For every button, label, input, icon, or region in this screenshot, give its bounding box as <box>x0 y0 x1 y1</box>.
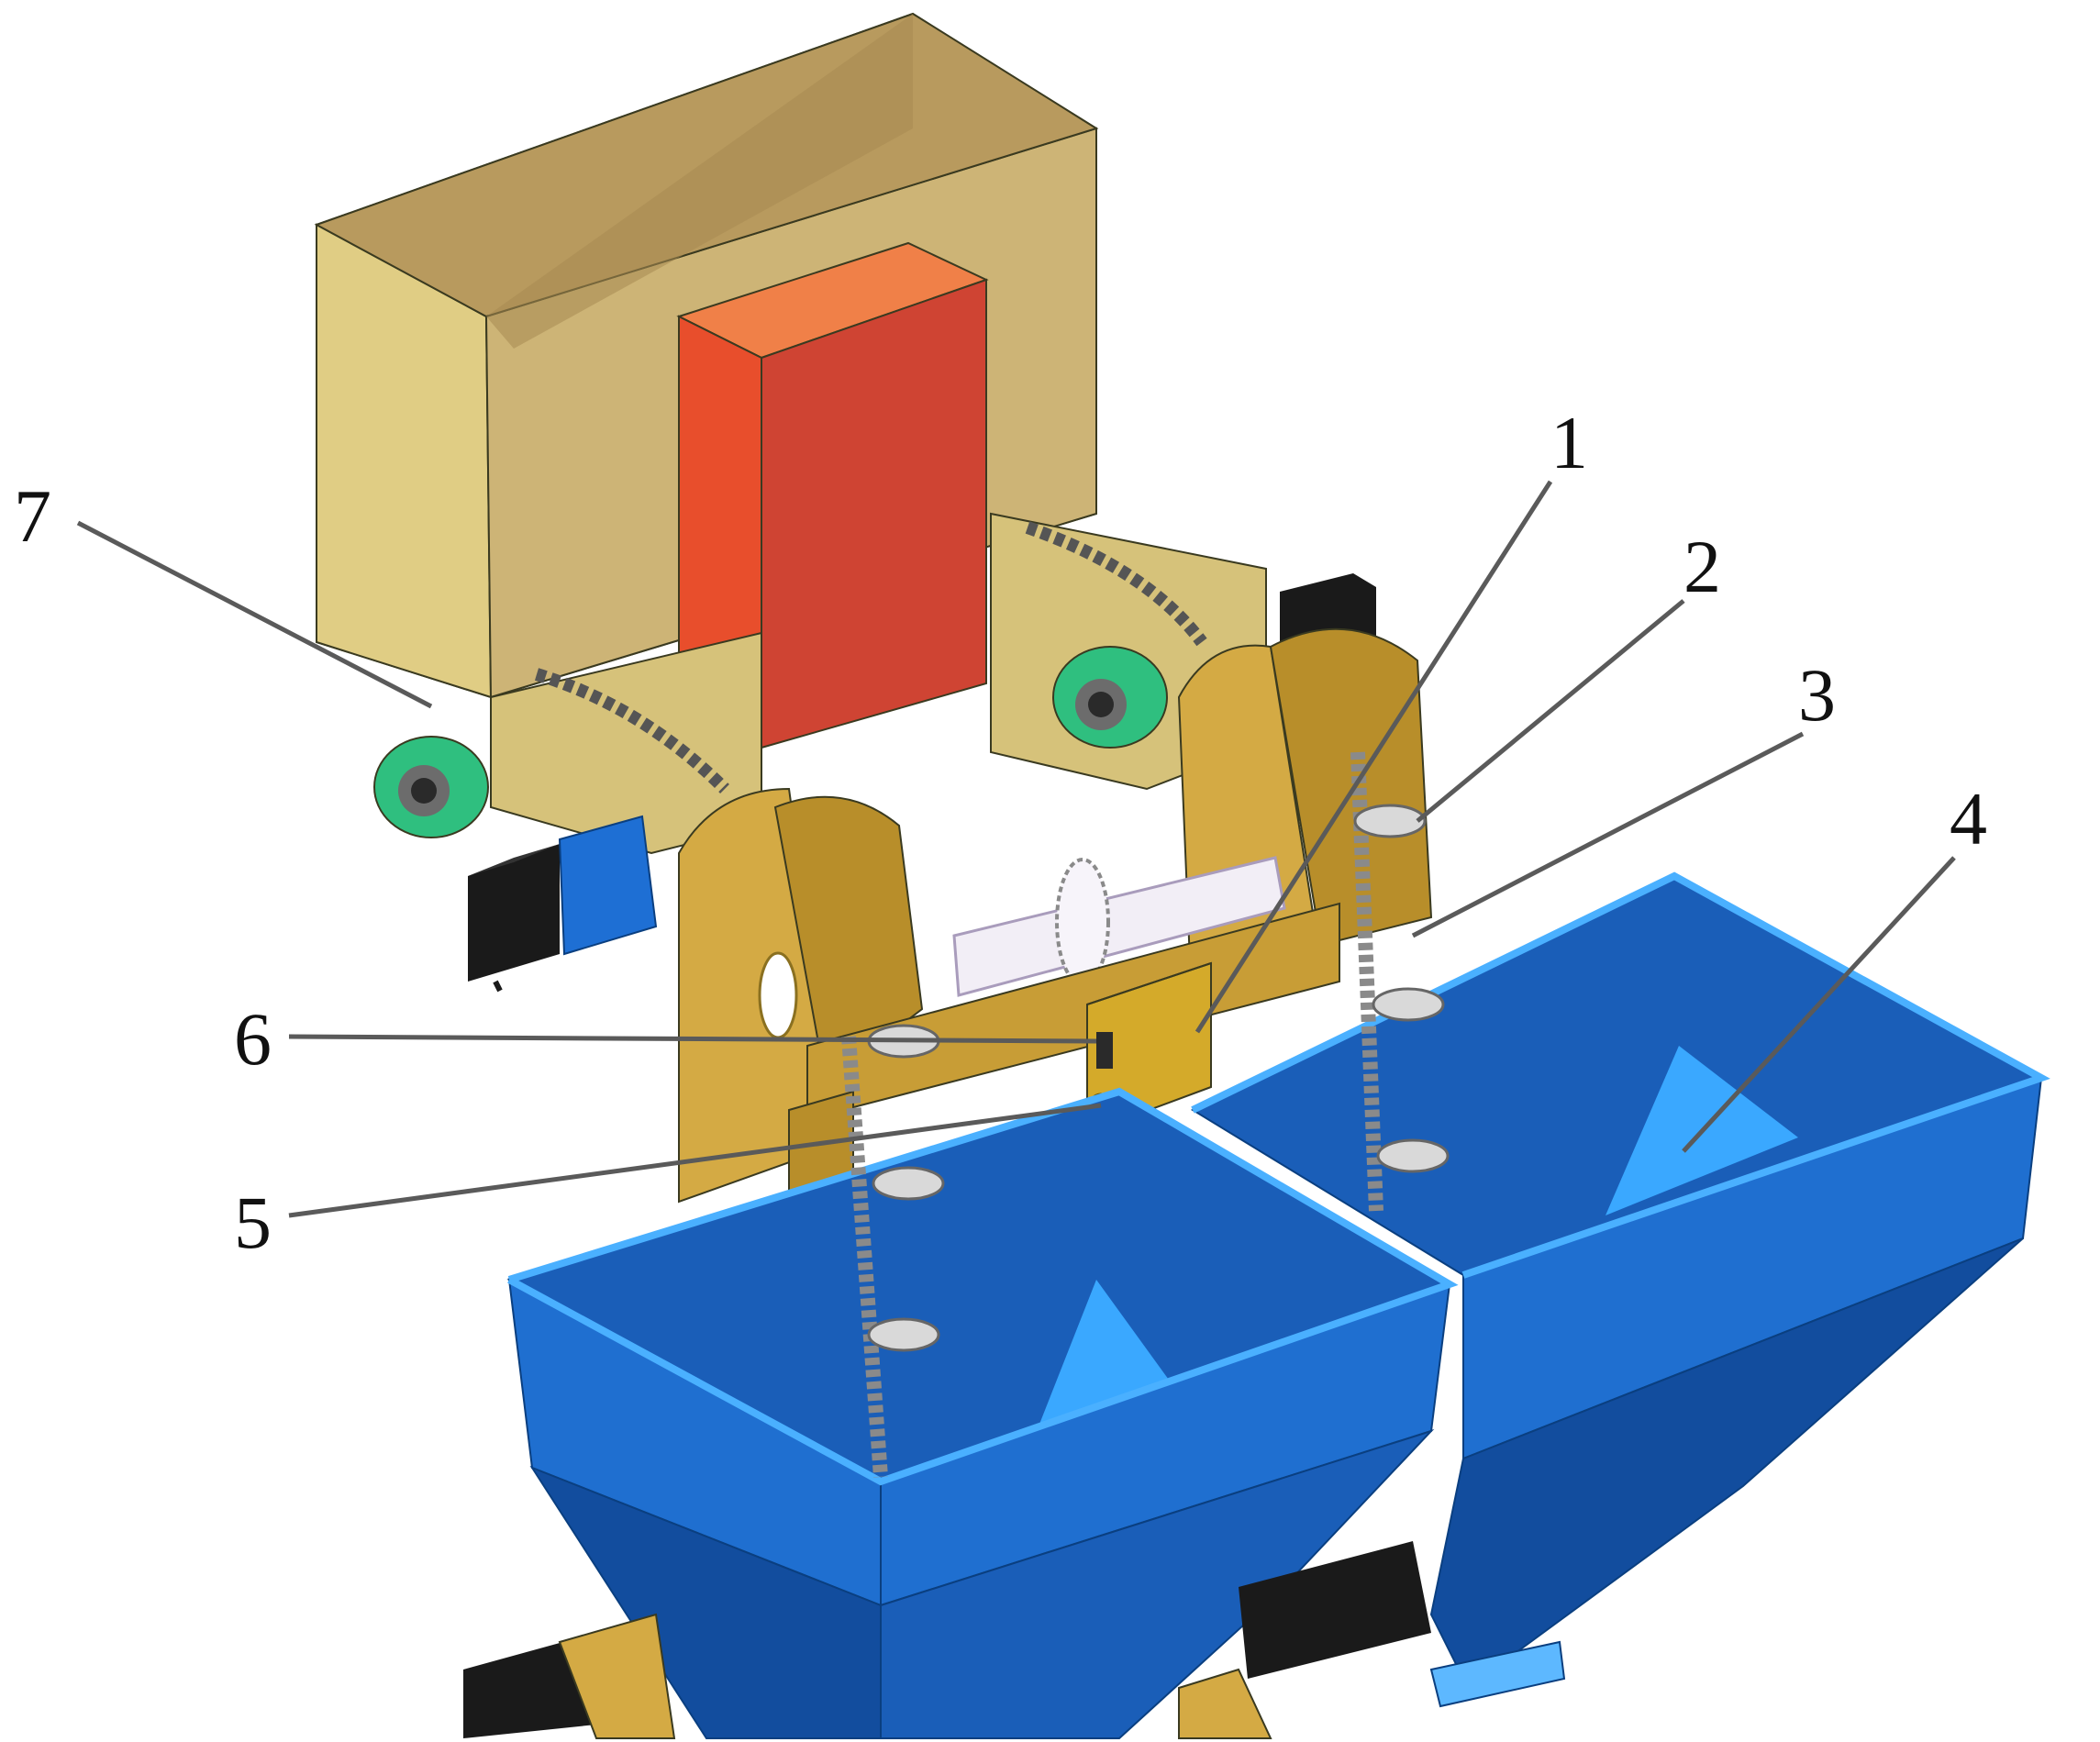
leader-1 <box>1194 480 1553 1034</box>
right-seed-box <box>1190 871 2050 1690</box>
bottom-right-bracket <box>1178 1668 1272 1739</box>
leader-7 <box>76 520 433 709</box>
leader-5 <box>288 1103 1102 1218</box>
left-box-hopper-bottom-right <box>880 1428 1435 1739</box>
left-coupling <box>558 815 658 956</box>
leader-6 <box>288 1034 1097 1044</box>
shaft-body <box>952 856 1286 997</box>
control-switch <box>1096 1032 1113 1069</box>
right-box-hopper-bottom <box>1429 1237 2024 1690</box>
seed-cup <box>1372 987 1445 1022</box>
leader-lines <box>76 480 1956 1218</box>
bottom-base <box>463 1541 1566 1739</box>
bottom-right-bar <box>1239 1541 1431 1679</box>
callout-7: 7 <box>14 474 51 558</box>
seed-cup <box>867 1317 940 1352</box>
cross-bar <box>788 902 1340 1194</box>
bottom-left-motor <box>463 1633 596 1738</box>
left-lifting-arm <box>678 787 828 1204</box>
bottom-right-plate <box>1429 1640 1566 1708</box>
callout-1: 1 <box>1550 401 1588 484</box>
left-bearing <box>373 736 489 838</box>
left-drive-chain <box>534 668 729 793</box>
right-bucket-chain <box>1350 751 1450 1212</box>
right-drive-chain <box>1025 521 1207 647</box>
left-lifting-arm-rear <box>773 795 924 1084</box>
shaft-sprocket <box>1055 858 1110 986</box>
bottom-left-bracket <box>558 1613 676 1739</box>
right-bearing <box>1052 646 1168 749</box>
left-box-rim <box>507 1087 1459 1486</box>
callout-numbers: 1 2 3 4 5 6 7 <box>14 401 1987 1264</box>
drive-shaft <box>952 856 1286 997</box>
seed-cup <box>872 1166 945 1201</box>
left-stepper-motor <box>468 815 658 993</box>
callout-5: 5 <box>234 1181 272 1264</box>
leader-4 <box>1682 856 1956 1153</box>
callout-3: 3 <box>1798 653 1836 737</box>
hopper-inner-shadow <box>486 14 913 349</box>
callout-6: 6 <box>234 997 272 1081</box>
left-arm-slot <box>758 951 798 1039</box>
red-motor-box <box>676 241 989 754</box>
right-lifting-arm-rear <box>1269 627 1433 947</box>
leader-3 <box>1411 731 1805 938</box>
leader-2 <box>1416 599 1685 823</box>
left-bucket-chain <box>841 1024 945 1478</box>
seed-cup <box>1353 804 1427 838</box>
callout-2: 2 <box>1683 525 1721 608</box>
seed-cup <box>1376 1138 1450 1173</box>
callout-4: 4 <box>1950 777 1987 860</box>
left-seed-box <box>506 1087 1459 1739</box>
motor-box-front <box>761 278 987 749</box>
